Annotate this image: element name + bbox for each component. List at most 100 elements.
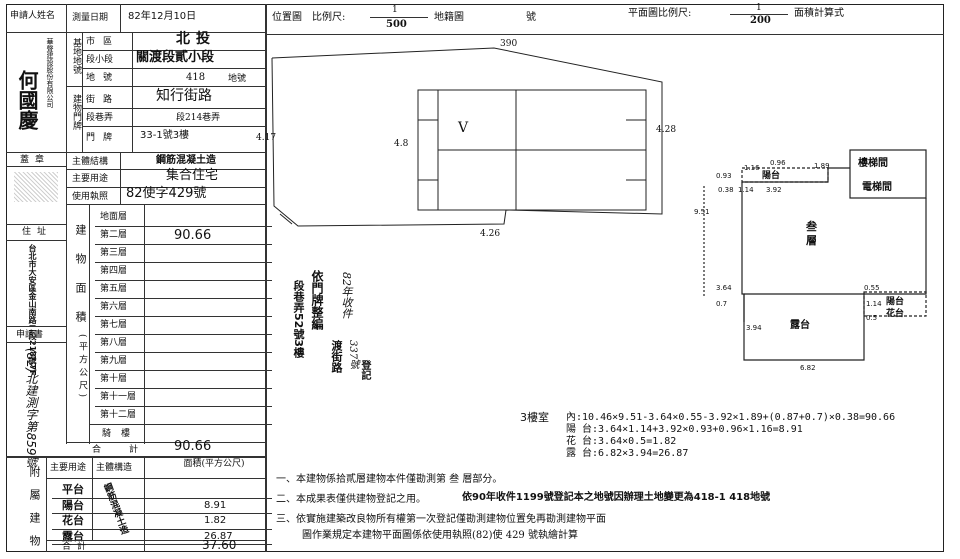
floor-label: 第二層 xyxy=(100,230,128,240)
lane-value: 段214巷弄 xyxy=(176,113,221,123)
lot-label: 地號 xyxy=(86,73,121,83)
note-3: 三、依實施建築改良物所有權第一次登記僅勘測建物位置免再勘測建物平面 xyxy=(276,514,606,525)
site-mark: V xyxy=(458,120,469,136)
building-label: 建物面積 xyxy=(74,224,87,340)
stamp-line5: 337號 xyxy=(347,340,358,370)
plan-dim-label: 1.14 xyxy=(738,186,754,194)
plan-dim-label: 3.94 xyxy=(746,324,762,332)
door-no-value: 33-1號3樓 xyxy=(140,130,190,141)
plan-scale-label: 平面圖比例尺: xyxy=(628,8,692,19)
seal-stamp xyxy=(14,172,58,202)
scale-label: 比例尺: xyxy=(312,12,346,23)
structure-value: 鋼筋混凝土造 xyxy=(156,155,216,166)
plan-balcony-right: 陽台 xyxy=(886,297,905,307)
stamp-line1: 依門牌整編 xyxy=(310,270,324,330)
plan-scale-den: 200 xyxy=(750,15,771,26)
license-value: 82使字429號 xyxy=(126,186,207,201)
annex-label: 附屬建物 xyxy=(28,466,41,558)
floor-label: 第十一層 xyxy=(100,392,137,402)
annex-area: 8.91 xyxy=(204,499,227,511)
land-label: 基地地號 xyxy=(71,38,81,74)
section-label: 段小段 xyxy=(86,55,114,65)
annex-name: 花台 xyxy=(62,514,84,527)
annex-name: 陽台 xyxy=(62,498,84,512)
annex-area-label: 面積(平方公尺) xyxy=(183,459,245,469)
note-2-stamp: 依90年收件1199號登記本之地號因辦理土地變更為418-1 418地號 xyxy=(462,492,771,503)
plan-dim-label: 1.89 xyxy=(814,162,830,170)
sqm-label: (平方公尺) xyxy=(77,334,87,402)
floor-label: 第七層 xyxy=(100,320,128,330)
plan-dim-label: 0.93 xyxy=(716,172,732,180)
lot-value: 418 xyxy=(186,72,206,83)
city-label: 市區 xyxy=(86,37,121,47)
plan-stair-label: 樓梯間 xyxy=(858,158,888,169)
structure-label: 主體結構 xyxy=(72,157,109,167)
section-value: 關渡段貳小段 xyxy=(136,50,215,65)
plan-dim-label: 1.14 xyxy=(866,300,882,308)
use-value: 集合住宅 xyxy=(166,168,219,183)
site-plan xyxy=(271,47,663,227)
door-stamp: 依門牌整編 段巷弄52號3樓 82年收件 渡街路 337號 登記 xyxy=(286,270,386,410)
survey-date-label: 測量日期 xyxy=(72,13,109,23)
address-value: 台北市大安區金山南路二段218號7F xyxy=(28,244,37,376)
annex-total-label: 合計 xyxy=(62,542,93,552)
annex-area: 1.82 xyxy=(204,515,227,526)
door-label: 建物門牌 xyxy=(71,94,81,130)
stamp-line6: 登記 xyxy=(359,360,370,380)
stamp-line3: 82年收件 xyxy=(340,272,353,319)
note-3b: 圖作業規定本建物平面圖係依使用執照(82)使 429 號執繪計算 xyxy=(302,530,578,541)
survey-sheet xyxy=(6,4,944,552)
plan-elev-label: 電梯間 xyxy=(862,182,892,193)
plan-dim-label: 0.96 xyxy=(770,159,786,167)
site-dim-left2: 4.17 xyxy=(256,133,277,143)
floor-label: 第十層 xyxy=(100,374,128,384)
floor-label: 第三層 xyxy=(100,248,128,258)
calc-balcony: 陽 台:3.64×1.14+3.92×0.93+0.96×1.16=8.91 xyxy=(566,424,803,435)
calc-flower: 花 台:3.64×0.5=1.82 xyxy=(566,436,677,447)
floor-label: 第八層 xyxy=(100,338,128,348)
annex-use-label: 主要用途 xyxy=(50,463,87,473)
no-label: 號 xyxy=(526,12,536,23)
address-label: 住址 xyxy=(22,227,53,237)
plan-dim-label: 6.82 xyxy=(800,364,816,372)
applicant-company: 華聲建設股份有限公司 xyxy=(46,38,54,108)
plan-terrace: 露台 xyxy=(790,320,810,331)
site-dim-right: 4.28 xyxy=(656,125,677,135)
note-1: 一、本建物係拾貳層建物本件僅勘測第 叁 層部分。 xyxy=(276,474,503,485)
annex-name: 露台 xyxy=(62,529,84,543)
application-label: 申請書 xyxy=(16,330,44,340)
plan-dim-label: 3.92 xyxy=(766,186,782,194)
floor3-area: 90.66 xyxy=(174,228,212,243)
applicant-name: 何國慶 xyxy=(15,70,39,130)
plan-dim-label: 0.38 xyxy=(718,186,734,194)
plan-scale-num: 1 xyxy=(756,3,762,13)
annex-total-value: 37.60 xyxy=(202,538,237,552)
floor-label: 第十二層 xyxy=(100,410,137,420)
plan-balcony-top: 陽台 xyxy=(762,171,781,181)
lot-suffix: 地號 xyxy=(228,74,247,84)
survey-date-value: 82年12月10日 xyxy=(128,11,197,22)
plan-dim-label: 0.5 xyxy=(866,314,878,322)
plan-main-label: 叁層 xyxy=(806,220,817,247)
annex-struct-label: 主體構造 xyxy=(96,463,133,473)
site-dim-bottom: 4.26 xyxy=(480,229,501,239)
land-map-label: 地籍圖 xyxy=(434,12,464,23)
calc-floor-label: 3樓室 xyxy=(520,411,549,424)
plan-dim-label: 1.16 xyxy=(744,164,760,172)
plan-dim-label: 0.55 xyxy=(864,284,880,292)
floor-label: 地面層 xyxy=(100,212,128,222)
plan-dim-label: 0.7 xyxy=(716,300,728,308)
total-value: 90.66 xyxy=(174,439,212,454)
floor-plan xyxy=(703,149,927,361)
floor-label: 第六層 xyxy=(100,302,128,312)
annex-area: 26.87 xyxy=(204,530,233,542)
note-2: 二、本成果表僅供建物登記之用。 xyxy=(276,494,426,505)
stamp-line4: 渡街路 xyxy=(330,340,343,373)
floor-label: 第四層 xyxy=(100,266,128,276)
lane-label: 段巷弄 xyxy=(86,113,114,123)
scale-den: 500 xyxy=(386,19,407,30)
plan-dim-label: 3.64 xyxy=(716,284,732,292)
annex-name: 平台 xyxy=(62,483,84,496)
stair-label: 騎樓 xyxy=(102,429,141,439)
floor-label: 第五層 xyxy=(100,284,128,294)
